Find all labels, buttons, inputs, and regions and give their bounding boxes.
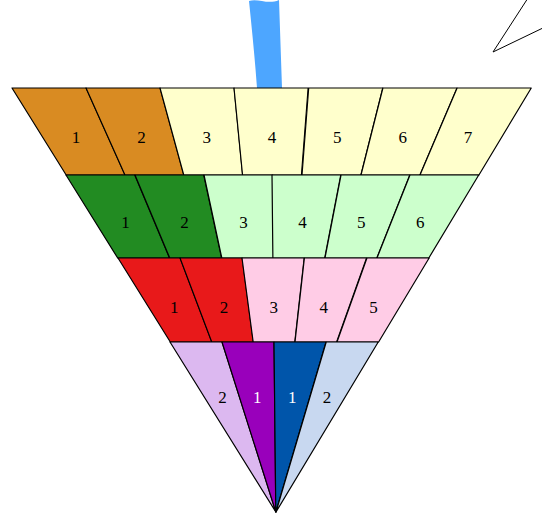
cell-number: 1 (253, 389, 262, 408)
cell-number: 2 (323, 389, 332, 408)
cell-number: 1 (288, 389, 297, 408)
cell-outline (222, 342, 276, 512)
cell-outline (234, 88, 308, 175)
cell-number: 3 (202, 129, 211, 148)
diagram-cell: 3 (160, 88, 243, 175)
cell-outline (170, 342, 276, 512)
cell-outline (337, 258, 429, 342)
cell-outline (242, 258, 304, 342)
cell-outline (204, 175, 274, 258)
cell-number: 4 (298, 214, 307, 233)
cell-outline (160, 88, 243, 175)
diagram-cell: 7 (420, 88, 531, 175)
cell-shape (180, 258, 253, 342)
cell-number: 1 (121, 214, 130, 233)
diagram-cell: 3 (204, 175, 274, 258)
cell-shape (222, 342, 276, 512)
cell-number: 7 (464, 129, 473, 148)
cell-outline (276, 342, 378, 512)
cell-number: 2 (137, 129, 146, 148)
cell-number: 6 (416, 214, 425, 233)
cell-shape (160, 88, 243, 175)
diagram-cell: 2 (276, 342, 378, 512)
cell-shape (337, 258, 429, 342)
diagram-cell: 3 (242, 258, 304, 342)
cell-outline (420, 88, 531, 175)
diagram-cell: 6 (377, 175, 479, 258)
cell-outline (377, 175, 479, 258)
cell-number: 5 (333, 129, 342, 148)
cell-number: 1 (170, 299, 179, 318)
diagram-cell: 1 (222, 342, 276, 512)
cell-number: 4 (268, 129, 277, 148)
cell-shape (276, 342, 378, 512)
cell-number: 6 (398, 129, 407, 148)
cell-number: 3 (239, 214, 248, 233)
cell-number: 2 (218, 389, 227, 408)
cell-number: 5 (369, 299, 378, 318)
cell-shape (204, 175, 274, 258)
diagram-cell: 5 (337, 258, 429, 342)
cell-number: 2 (180, 214, 189, 233)
diagram-cell: 4 (234, 88, 308, 175)
cell-outline (180, 258, 253, 342)
cell-shape (420, 88, 531, 175)
cell-number: 1 (72, 129, 81, 148)
cell-number: 3 (270, 299, 279, 318)
callout-pointer (493, 0, 542, 52)
cell-shape (377, 175, 479, 258)
cell-number: 4 (319, 299, 328, 318)
cell-number: 5 (357, 214, 366, 233)
cell-number: 2 (220, 299, 229, 318)
diagram-cell: 2 (180, 258, 253, 342)
water-jet (249, 0, 282, 88)
